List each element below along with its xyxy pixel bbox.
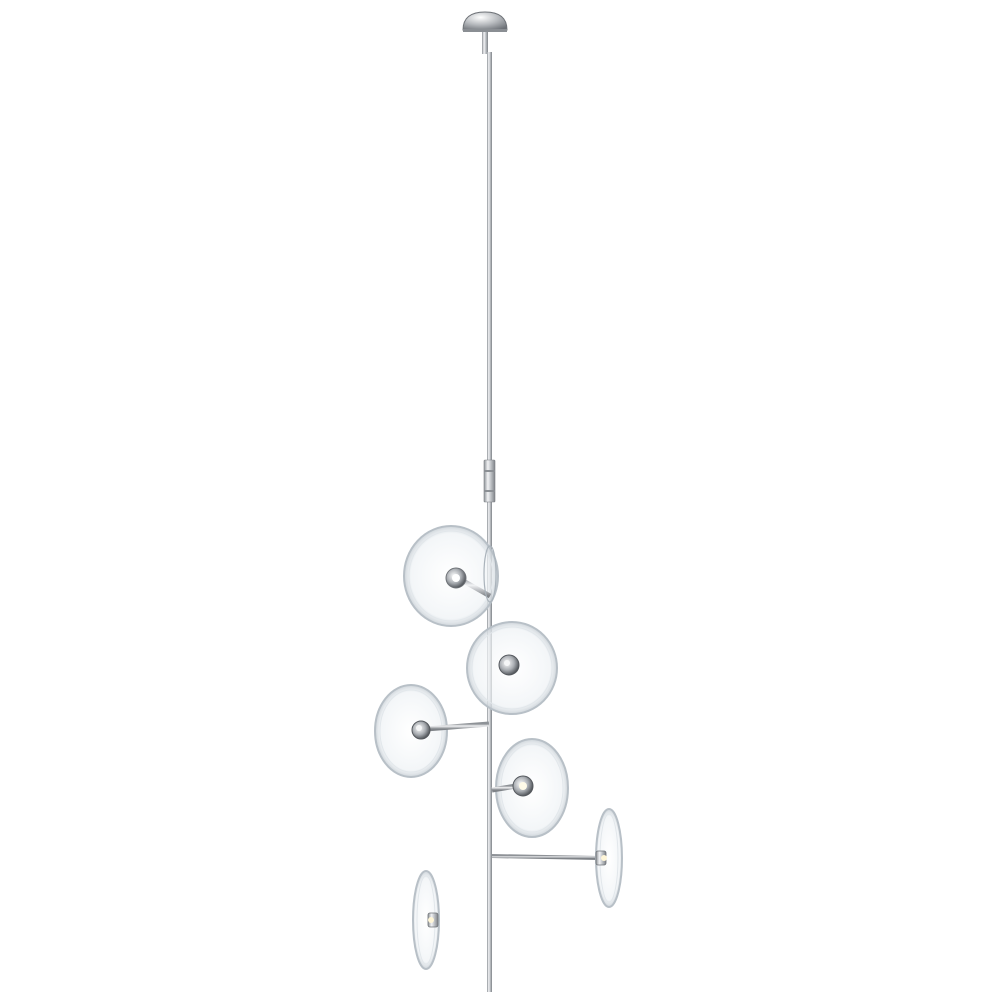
coupler — [483, 459, 496, 503]
shade-6 — [412, 870, 489, 970]
shade-3 — [374, 684, 490, 778]
shade-4 — [491, 738, 569, 838]
canopy — [462, 11, 508, 54]
stem — [487, 52, 492, 992]
shade-5 — [491, 808, 623, 908]
shade-1 — [403, 525, 499, 627]
shade-2 — [466, 621, 558, 715]
